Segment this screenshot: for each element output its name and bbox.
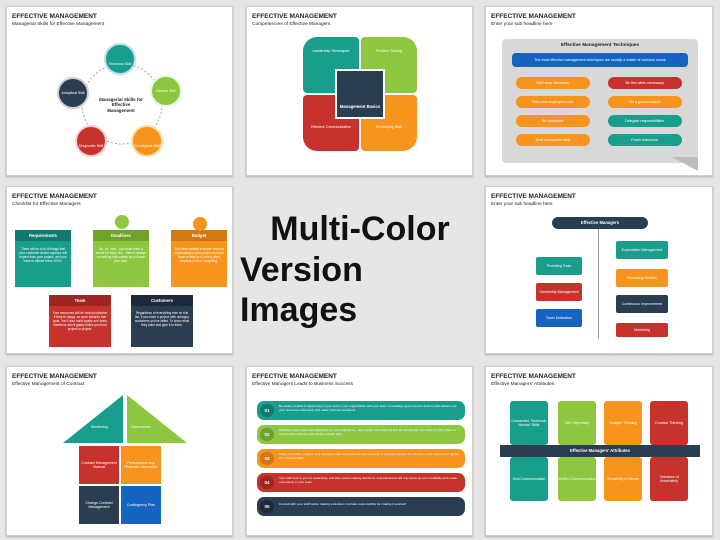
mgr-left-1: Providing Tools xyxy=(536,257,582,275)
slide-subtitle: Effective Management of Contract xyxy=(12,382,85,387)
attr-top-4: Creative Thinking xyxy=(650,401,688,445)
attr-top-3: Analytic Thinking xyxy=(604,401,642,445)
attr-bottom-3: Sensitivity to Needs xyxy=(604,457,642,501)
cell-change-contract: Change Contract Management xyxy=(79,486,119,524)
success-row-2: 02 Establish clear goals and objectives … xyxy=(257,425,465,444)
slide-title: EFFECTIVE MANAGEMENT xyxy=(491,373,576,380)
tech-right-2: Set a good example. xyxy=(608,96,682,108)
budget-icon xyxy=(193,217,207,231)
cell-contingency: Contingency Plan xyxy=(121,486,161,524)
mgr-right-3: Continuous Improvement xyxy=(616,295,668,313)
roof-governance: Governance xyxy=(131,425,151,429)
deadline-icon xyxy=(115,215,129,229)
attr-bottom-2: Written Communication xyxy=(558,457,596,501)
skill-conceptual: Conceptual Skill xyxy=(131,125,163,157)
slide-business-success[interactable]: EFFECTIVE MANAGEMENT Effective Managers … xyxy=(246,366,473,536)
cell-contract-manual: Contract Management Manual xyxy=(79,446,119,484)
tech-left-2: Train new employees well. xyxy=(516,96,590,108)
slide-attributes[interactable]: EFFECTIVE MANAGEMENT Effective Managers'… xyxy=(485,366,713,536)
attr-bottom-1: Oral Communication xyxy=(510,457,548,501)
skill-diagnostic: Diagnostic Skill xyxy=(75,125,107,157)
center-title: Multi-Color Version Images xyxy=(240,182,480,358)
success-row-4: 04 Your staff look to you for leadership… xyxy=(257,473,465,492)
tech-right-4: Foster teamwork. xyxy=(608,134,682,146)
mgr-right-4: Mentoring xyxy=(616,323,668,337)
skill-technical: Technical Skill xyxy=(104,43,136,75)
slide-title: EFFECTIVE MANAGEMENT xyxy=(252,373,337,380)
slide-subtitle: Enter your sub headline here xyxy=(491,202,553,207)
slide-subtitle: Managerial Skills for Effective Manageme… xyxy=(12,22,105,27)
checklist-card-deadlines: Deadlines No, no, how... you must think,… xyxy=(93,230,149,287)
attr-top-2: Self Objectivity xyxy=(558,401,596,445)
center-title-line1: Multi-Color xyxy=(270,209,450,248)
attributes-band: Effective Managers' Attributes xyxy=(500,445,700,457)
slide-subtitle: Effective Managers' Attributes xyxy=(491,382,555,387)
slide-subtitle: Effective Managers Leads to Business Suc… xyxy=(252,382,353,387)
slide-subtitle: Enter your sub headline here xyxy=(491,22,553,27)
tech-left-3: Be consistent. xyxy=(516,115,590,127)
attr-bottom-4: Tolerance of Uncertainty xyxy=(650,457,688,501)
slide-title: EFFECTIVE MANAGEMENT xyxy=(491,193,576,200)
mgr-left-2: Ownership Management xyxy=(536,283,582,301)
success-row-3: 03 Make sure tasks, projects and meeting… xyxy=(257,449,465,468)
tech-right-1: Be firm when necessary. xyxy=(608,77,682,89)
checklist-card-customers: Customers Regardless of everything else … xyxy=(131,295,193,347)
checklist-card-requirements: Requirements There will be a lot of thin… xyxy=(15,230,71,287)
center-title-line2: Version Images xyxy=(240,250,363,330)
managers-spine xyxy=(598,229,599,339)
managers-header: Effective Managers xyxy=(552,217,648,229)
slide-title: EFFECTIVE MANAGEMENT xyxy=(12,193,97,200)
slide-subtitle: Competencies of Effective Managers xyxy=(252,22,331,27)
tech-right-3: Delegate responsibilities. xyxy=(608,115,682,127)
slide-competencies[interactable]: EFFECTIVE MANAGEMENT Competencies of Eff… xyxy=(246,6,473,176)
center-basics: Management Basics xyxy=(335,69,385,119)
skill-human: Human Skill xyxy=(150,75,182,107)
slide-techniques[interactable]: EFFECTIVE MANAGEMENT Enter your sub head… xyxy=(485,6,713,176)
mgr-right-2: Removing Hurdles xyxy=(616,269,668,287)
mgr-left-3: Team Motivation xyxy=(536,309,582,327)
house-roof xyxy=(63,395,187,443)
skills-center-label: Managerial Skills for Effective Manageme… xyxy=(99,97,143,113)
attr-top-1: Connected, Technical, Human Skills xyxy=(510,401,548,445)
techniques-header: Effective Management Techniques xyxy=(560,43,640,48)
slide-title: EFFECTIVE MANAGEMENT xyxy=(252,13,337,20)
slide-managerial-skills[interactable]: EFFECTIVE MANAGEMENT Managerial Skills f… xyxy=(6,6,233,176)
techniques-banner: The most effective management techniques… xyxy=(512,53,688,67)
slide-effective-managers[interactable]: EFFECTIVE MANAGEMENT Enter your sub head… xyxy=(485,186,713,354)
slide-title: EFFECTIVE MANAGEMENT xyxy=(491,13,576,20)
checklist-card-budget: Budget You have created a certain amount… xyxy=(171,230,227,287)
tech-left-4: Treat employees fairly. xyxy=(516,134,590,146)
skill-analytical: Analytical Skill xyxy=(57,77,89,109)
callout-tail xyxy=(672,157,698,171)
roof-monitoring: Monitoring xyxy=(91,425,108,429)
cell-performance: Performance and Financial Information xyxy=(121,446,161,484)
mgr-right-1: Expectation Management xyxy=(616,241,668,259)
tech-left-1: Give clear directions. xyxy=(516,77,590,89)
slide-contract[interactable]: EFFECTIVE MANAGEMENT Effective Managemen… xyxy=(6,366,233,536)
slide-subtitle: Checklist for Effective Managers xyxy=(12,202,81,207)
success-row-5: 05 Consult with your staff before making… xyxy=(257,497,465,516)
success-row-1: 01 Be aware of what is happening in your… xyxy=(257,401,465,420)
checklist-card-team: Team Your resources will be most product… xyxy=(49,295,111,347)
slide-title: EFFECTIVE MANAGEMENT xyxy=(12,373,97,380)
slide-checklist[interactable]: EFFECTIVE MANAGEMENT Checklist for Effec… xyxy=(6,186,233,354)
slide-title: EFFECTIVE MANAGEMENT xyxy=(12,13,97,20)
